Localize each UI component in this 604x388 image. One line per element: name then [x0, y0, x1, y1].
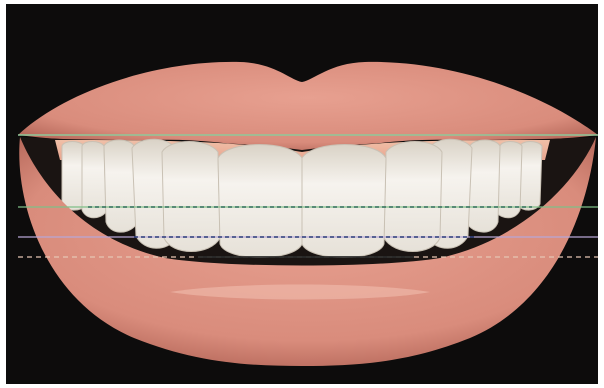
left-central-incisor: [218, 145, 302, 258]
right-lateral-incisor: [384, 142, 442, 252]
right-central-incisor: [302, 145, 386, 258]
left-lateral-incisor: [162, 142, 220, 252]
